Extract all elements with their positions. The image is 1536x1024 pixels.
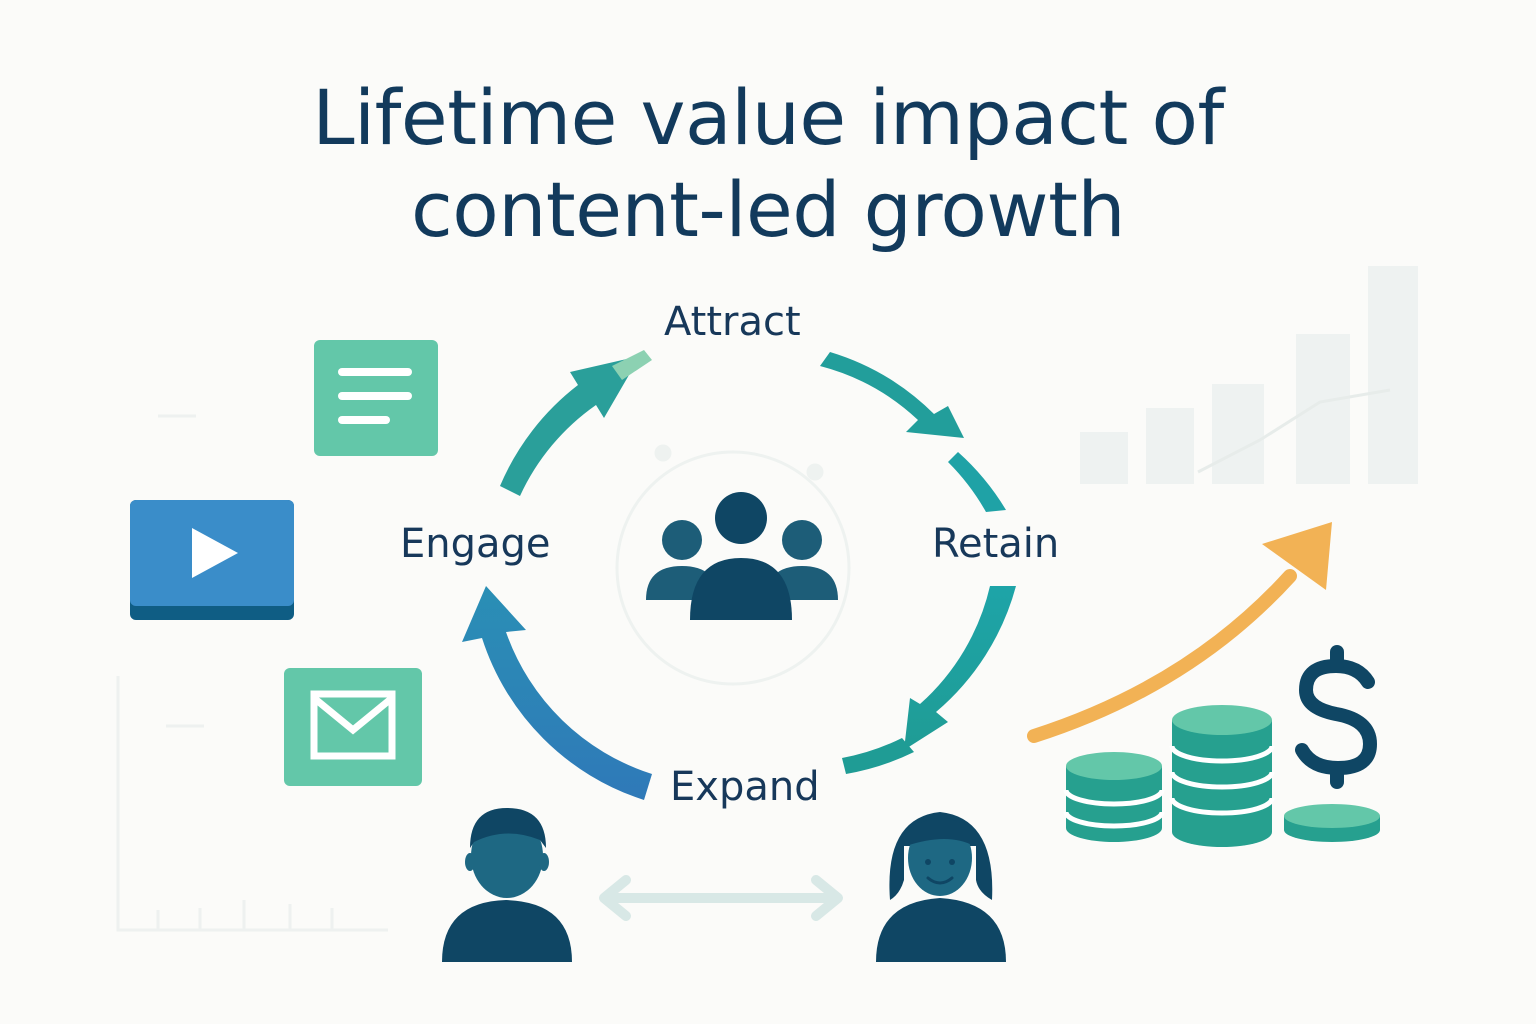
arc-attract-to-retain — [820, 352, 964, 438]
background-lines — [116, 414, 388, 932]
inner-orbit — [615, 444, 851, 686]
woman-avatar-icon — [876, 812, 1006, 962]
stage-label-engage: Engage — [394, 520, 557, 568]
arc-tip-light — [612, 350, 652, 380]
background-bar-chart-icon — [1080, 266, 1418, 484]
document-icon — [314, 340, 438, 456]
arc-expand-tail — [842, 738, 914, 774]
arc-engage-to-attract — [500, 356, 640, 496]
page-title: Lifetime value impact of content-led gro… — [0, 72, 1536, 256]
coin-stack-icon — [1063, 705, 1380, 847]
title-line-1: Lifetime value impact of — [312, 73, 1224, 162]
arc-retain-to-expand — [948, 452, 1006, 512]
growth-arrow-icon — [1027, 522, 1332, 743]
cycle-arcs — [462, 350, 1016, 800]
customer-group-icon — [646, 492, 838, 620]
email-icon — [284, 668, 422, 786]
stage-label-expand: Expand — [664, 763, 826, 811]
video-play-icon — [130, 500, 294, 620]
dollar-sign-icon — [1295, 645, 1378, 789]
stage-label-retain: Retain — [926, 520, 1066, 568]
two-way-arrow-icon — [599, 875, 843, 921]
title-line-2: content-led growth — [410, 165, 1126, 254]
man-avatar-icon — [442, 808, 572, 962]
stage-label-attract: Attract — [658, 298, 807, 346]
arc-expand-to-engage — [462, 586, 652, 800]
arc-retain-to-expand-lower — [904, 586, 1016, 750]
